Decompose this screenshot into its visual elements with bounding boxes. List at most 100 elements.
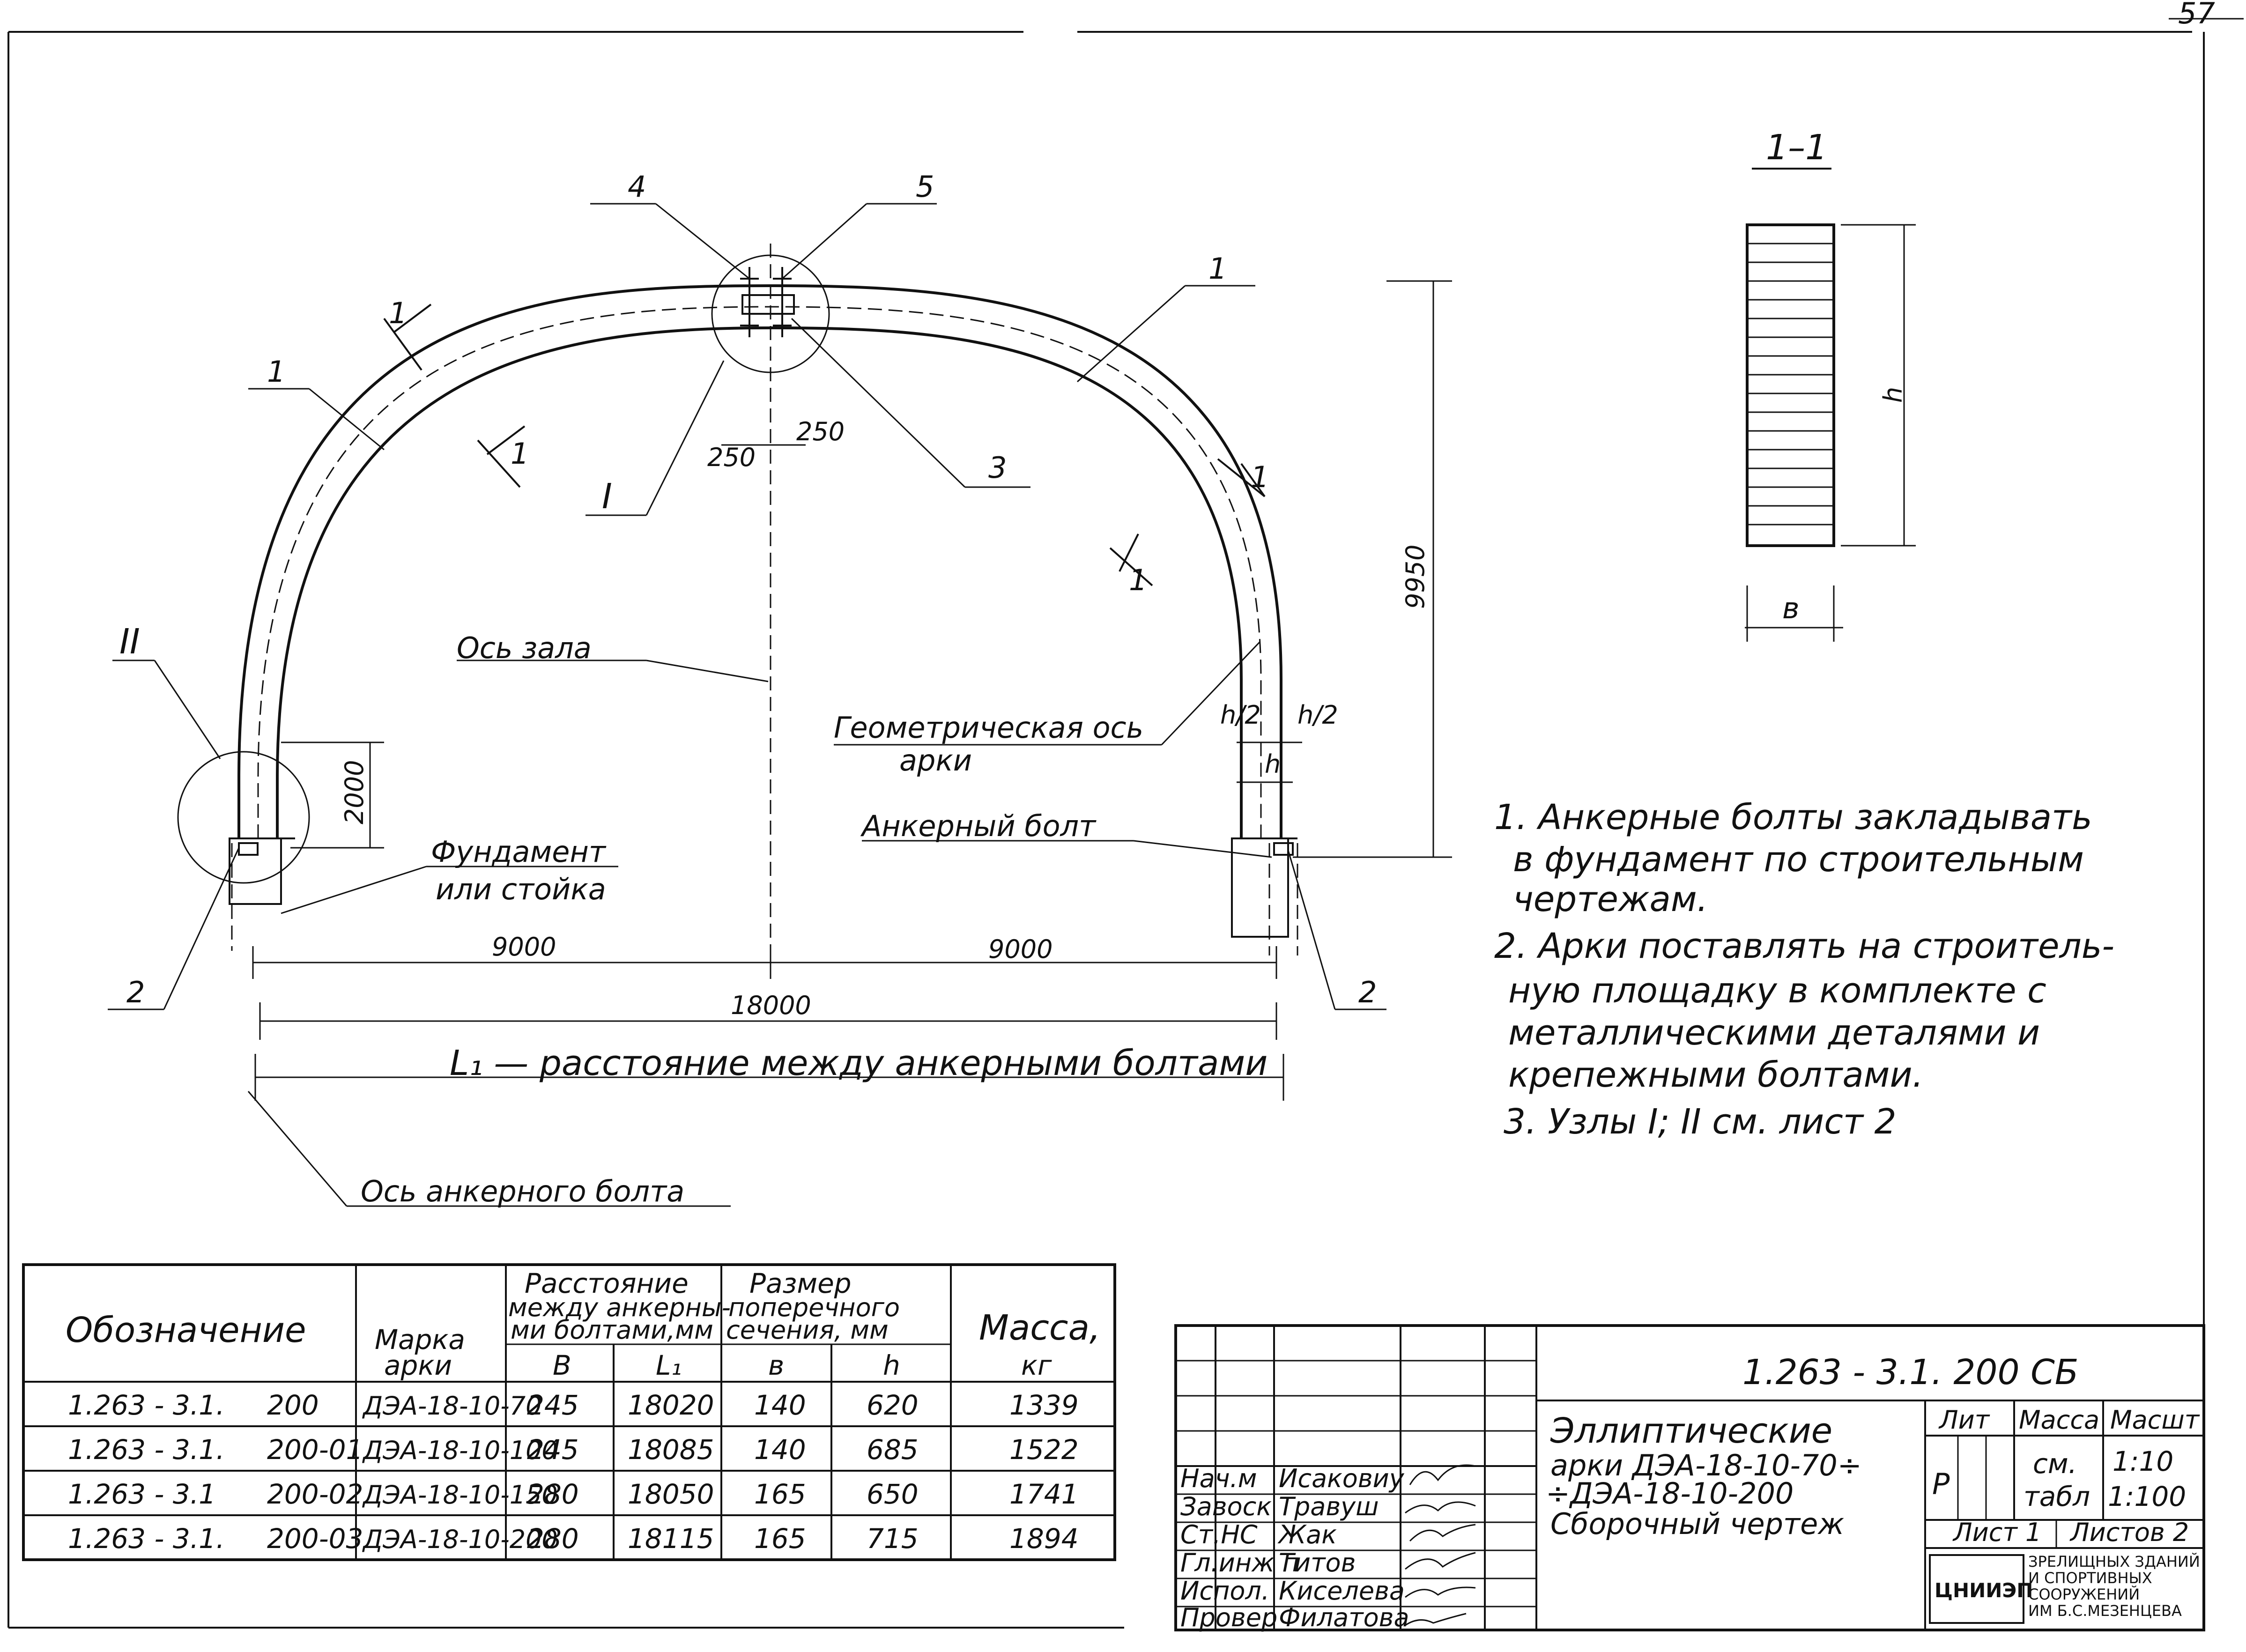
section-title: 1–1 [1766, 127, 1827, 168]
table-row: 1.263 - 3.1. 200-03 ДЭА-18-10-200 280 18… [68, 1523, 1079, 1555]
table-row: 1.263 - 3.1. 200-01 ДЭА-18-10-100 245 18… [68, 1434, 1079, 1466]
sheet-number: Лист 1 [1952, 1518, 2041, 1547]
col-lit: Лит [1938, 1405, 1990, 1435]
th-mass-1: Масса, [979, 1308, 1100, 1348]
th-mark-2: арки [384, 1349, 452, 1381]
dim-right-half: 9000 [988, 934, 1053, 964]
cell-sheet: 200-02 [267, 1478, 363, 1510]
staff-name: Жак [1277, 1520, 1337, 1549]
cell-mark: ДЭА-18-10-100 [362, 1436, 558, 1465]
section-hatch [1747, 243, 1834, 526]
section-b-label: в [1782, 591, 1800, 625]
signature [1409, 1464, 1476, 1485]
scale-2: 1:100 [2108, 1481, 2186, 1512]
section-1-1: 1–1 h в [1745, 127, 1916, 642]
callout-5: 5 [916, 170, 934, 204]
staff-name: Титов [1279, 1548, 1356, 1578]
lit-value: Р [1932, 1467, 1950, 1501]
dim-top-right: 250 [796, 417, 845, 446]
signature [1405, 1613, 1467, 1626]
staff-name: Исаковиу [1279, 1464, 1405, 1493]
node-I-label: I [602, 476, 612, 517]
cell-b: 165 [754, 1523, 806, 1555]
cell-b: 165 [754, 1478, 806, 1510]
cell-mass: 1522 [1009, 1434, 1079, 1466]
arch-outer-edge [237, 284, 1282, 838]
foundation-label-1: Фундамент [431, 835, 607, 869]
dim-height: 9950 [1401, 545, 1430, 609]
cell-B: 280 [527, 1478, 579, 1510]
cell-L1: 18115 [628, 1523, 714, 1555]
cell-mass: 1339 [1009, 1389, 1079, 1421]
cell-sheet: 200 [267, 1389, 319, 1421]
anchor-axis-label: Ось анкерного болта [361, 1174, 684, 1208]
note-line-7: крепежными болтами. [1508, 1055, 1923, 1095]
th-dist-l: L₁ [656, 1349, 682, 1381]
col-scale: Масшт [2110, 1405, 2200, 1435]
corner-mark: 57 [2178, 0, 2215, 30]
staff-role: Гл.инж п [1180, 1548, 1299, 1578]
org-logo-text: ЦНИИЭП [1935, 1579, 2033, 1602]
cell-code: 1.263 - 3.1. [68, 1389, 225, 1421]
col-mass: Масса [2019, 1405, 2099, 1435]
arch-inner-edge [276, 326, 1243, 838]
callout-2-left: 2 [126, 975, 145, 1009]
cell-L1: 18050 [628, 1478, 714, 1510]
section-h-label: h [1878, 387, 1908, 403]
staff-name: Филатова [1279, 1603, 1409, 1632]
cell-mark: ДЭА-18-10-70 [362, 1391, 541, 1421]
staff-role: Нач.м [1180, 1464, 1257, 1493]
table-row: 1.263 - 3.1 200-02 ДЭА-18-10-150 280 180… [68, 1478, 1079, 1510]
dim-h-half-right: h/2 [1297, 700, 1338, 730]
staff-role: Ст.НС [1180, 1520, 1258, 1549]
scale-1: 1:10 [2113, 1445, 2173, 1477]
org-name-3: СООРУЖЕНИЙ [2028, 1585, 2140, 1603]
title-block: Нач.м Исаковиу Завоск Травуш Ст.НС Жак Г… [1174, 1324, 2205, 1632]
org-name-2: И СПОРТИВНЫХ [2028, 1569, 2152, 1587]
cell-B: 245 [527, 1434, 579, 1466]
spec-table: Обозначение Марка арки Расстояние между … [22, 1263, 1116, 1561]
cell-mass: 1741 [1009, 1478, 1079, 1510]
cell-code: 1.263 - 3.1. [68, 1434, 225, 1466]
dimensions: 9000 9000 18000 9950 2000 250 250 h/2 h/… [252, 280, 1452, 1101]
hall-axis-label: Ось зала [457, 631, 592, 665]
doc-title-1: Эллиптические [1550, 1411, 1832, 1451]
staff-name: Травуш [1279, 1492, 1379, 1521]
cell-h: 620 [867, 1389, 919, 1421]
th-size-b: в [768, 1349, 784, 1381]
signature [1409, 1524, 1476, 1542]
dim-h: h [1265, 749, 1281, 779]
table-row: 1.263 - 3.1. 200 ДЭА-18-10-70 245 18020 … [68, 1389, 1079, 1421]
dim-span: 18000 [731, 991, 811, 1020]
org-name-4: ИМ Б.С.МЕЗЕНЦЕВА [2028, 1602, 2182, 1620]
note-line-2: в фундамент по строительным [1513, 839, 2084, 880]
doc-title-3: ÷ДЭА-18-10-200 [1546, 1476, 1794, 1511]
callouts: 4 5 1 1 3 2 2 I II [108, 170, 1386, 1010]
th-mark-1: Марка [375, 1324, 465, 1356]
section-mark-1a: 1 [389, 296, 407, 330]
callout-1-right: 1 [1208, 252, 1227, 286]
org-logo [1929, 1554, 2024, 1624]
staff-role: Провер [1180, 1603, 1277, 1632]
foundation-label-2: или стойка [436, 872, 606, 906]
sheets-total: Листов 2 [2069, 1518, 2189, 1547]
org-name-1: ЗРЕЛИЩНЫХ ЗДАНИЙ [2028, 1553, 2200, 1571]
crown-joint-plate [741, 294, 795, 315]
note-line-8: 3. Узлы I; II см. лист 2 [1504, 1102, 1897, 1142]
notes: 1. Анкерные болты закладывать в фундамен… [1494, 797, 2114, 1142]
th-size-h: h [883, 1349, 900, 1381]
cell-code: 1.263 - 3.1. [68, 1523, 225, 1555]
callout-2-right: 2 [1358, 975, 1377, 1009]
section-markers: 1 1 1 1 [383, 296, 1269, 597]
dim-top-left: 250 [707, 443, 756, 472]
mass-note-1: см. [2033, 1448, 2077, 1480]
cell-B: 280 [527, 1523, 579, 1555]
section-rect [1746, 223, 1835, 547]
callout-1-left: 1 [267, 355, 285, 389]
cell-mass: 1894 [1009, 1523, 1079, 1555]
drawing-labels: Ось зала Геометрическая ось арки Анкерны… [247, 631, 1272, 1208]
note-line-5: ную площадку в комплекте с [1508, 970, 2046, 1011]
th-dist-1: Расстояние [525, 1267, 689, 1299]
cell-L1: 18020 [628, 1389, 714, 1421]
staff-role: Завоск [1180, 1492, 1272, 1521]
